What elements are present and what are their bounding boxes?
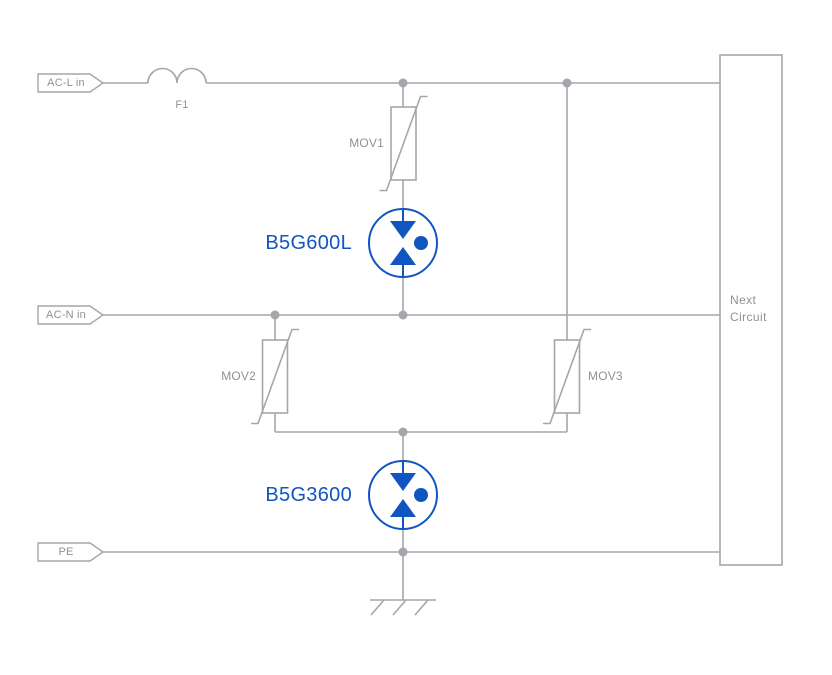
gdt1-gas-dot-icon — [414, 236, 428, 250]
junction-dot — [270, 310, 280, 320]
gdt2-gas-dot-icon — [414, 488, 428, 502]
fuse-label: F1 — [175, 99, 189, 111]
next-circuit-label-line2: Circuit — [730, 310, 767, 324]
terminal-label-pe: PE — [58, 546, 74, 558]
next-circuit-label: Next Circuit — [730, 292, 767, 326]
gdt1-part-number: B5G600L — [265, 232, 352, 254]
next-circuit-box — [719, 54, 783, 566]
mov3-label: MOV3 — [588, 369, 623, 383]
terminal-label-ac-n: AC-N in — [46, 309, 86, 321]
junction-dot — [398, 310, 408, 320]
junction-dot — [562, 78, 572, 88]
terminal-tag-pe — [37, 542, 105, 562]
mov2-symbol — [251, 328, 299, 425]
terminal-tag-ac-l — [37, 73, 105, 93]
junction-dot — [398, 547, 408, 557]
next-circuit-label-line1: Next — [730, 293, 757, 307]
terminal-tag-ac-n — [37, 305, 105, 325]
mov2-label: MOV2 — [221, 369, 256, 383]
mov1-symbol — [379, 95, 428, 192]
earth-ground-icon — [370, 599, 436, 616]
terminal-label-ac-l: AC-L in — [47, 77, 85, 89]
mov1-label: MOV1 — [349, 136, 384, 150]
gdt2-symbol — [368, 460, 438, 530]
mov3-symbol — [543, 328, 591, 425]
gdt1-symbol — [368, 208, 438, 278]
gdt2-part-number: B5G3600 — [265, 484, 352, 506]
junction-dot — [398, 427, 408, 437]
junction-dot — [398, 78, 408, 88]
fuse-symbol — [147, 67, 207, 84]
